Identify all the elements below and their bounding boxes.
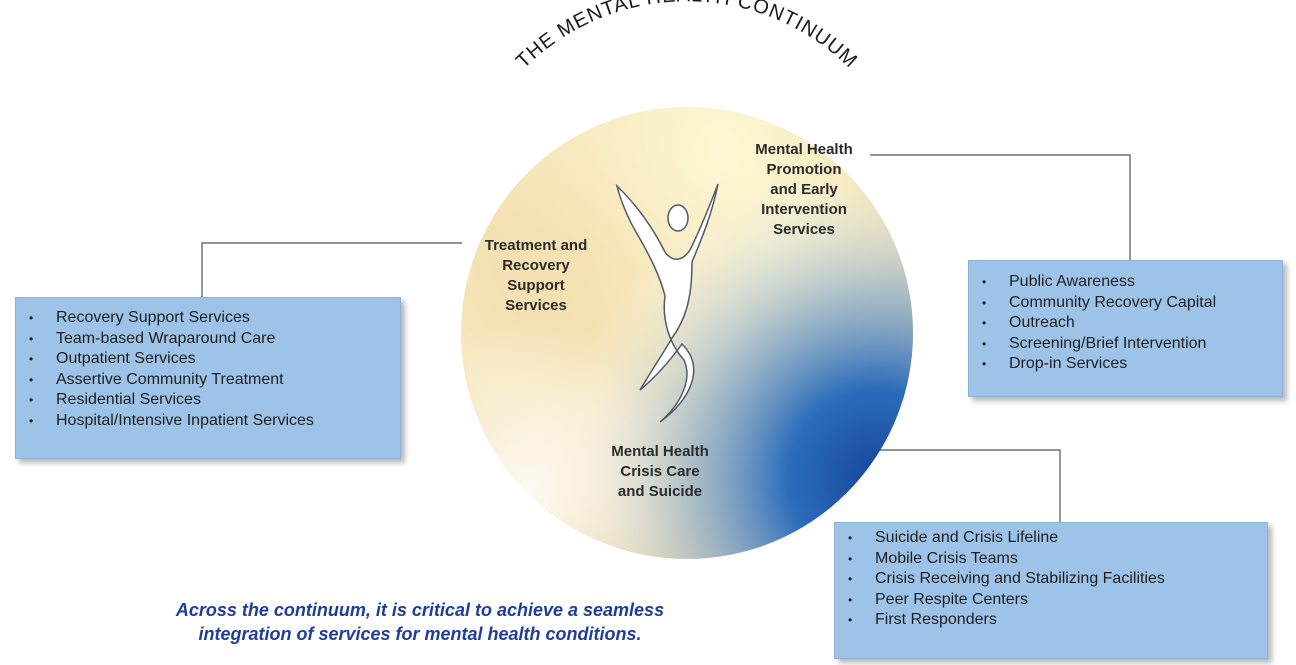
list-box-treatment: Recovery Support Services Team-based Wra… [15,297,401,459]
segment-label-line: Services [505,297,567,314]
continuum-circle [461,107,913,559]
list-box-crisis: Suicide and Crisis Lifeline Mobile Crisi… [834,522,1268,659]
list-item: Suicide and Crisis Lifeline [835,528,1267,549]
segment-label-line: Promotion [766,161,842,178]
person-figure-icon [615,183,719,423]
segment-label-line: Services [773,221,835,238]
connector-treatment [201,242,462,297]
segment-label-crisis: Mental Health Crisis Care and Suicide [580,442,740,502]
list-item: Assertive Community Treatment [16,370,400,391]
list-item: Community Recovery Capital [969,293,1282,314]
list-item: Outpatient Services [16,349,400,370]
list-item: First Responders [835,610,1267,631]
list-item: Screening/Brief Intervention [969,334,1282,355]
footer-line: integration of services for mental healt… [198,624,642,644]
segment-label-line: Treatment and [484,237,588,254]
list-item: Peer Respite Centers [835,590,1267,611]
segment-label-line: Crisis Care [620,463,700,480]
segment-label-line: Mental Health [755,141,853,158]
list-item: Hospital/Intensive Inpatient Services [16,411,400,432]
list-item: Outreach [969,313,1282,334]
list-item: Mobile Crisis Teams [835,549,1267,570]
list-item: Crisis Receiving and Stabilizing Facilit… [835,569,1267,590]
segment-label-line: Intervention [761,201,847,218]
segment-label-promotion: Mental Health Promotion and Early Interv… [724,140,884,240]
list-item: Recovery Support Services [16,308,400,329]
connector-promotion [870,154,1131,260]
segment-label-line: and Suicide [617,483,703,500]
footer-caption: Across the continuum, it is critical to … [90,598,750,646]
diagram-title: THE MENTAL HEALTH CONTINUUM [512,0,862,73]
list-item: Drop-in Services [969,354,1282,375]
list-item: Public Awareness [969,272,1282,293]
segment-label-line: Recovery [502,257,570,274]
segment-label-line: Mental Health [611,443,709,460]
list-box-promotion: Public Awareness Community Recovery Capi… [968,260,1283,397]
segment-label-treatment: Treatment and Recovery Support Services [456,236,616,316]
list-item: Team-based Wraparound Care [16,329,400,350]
segment-label-line: and Early [770,181,838,198]
footer-line: Across the continuum, it is critical to … [175,600,665,620]
segment-label-line: Support [507,277,565,294]
list-item: Residential Services [16,390,400,411]
